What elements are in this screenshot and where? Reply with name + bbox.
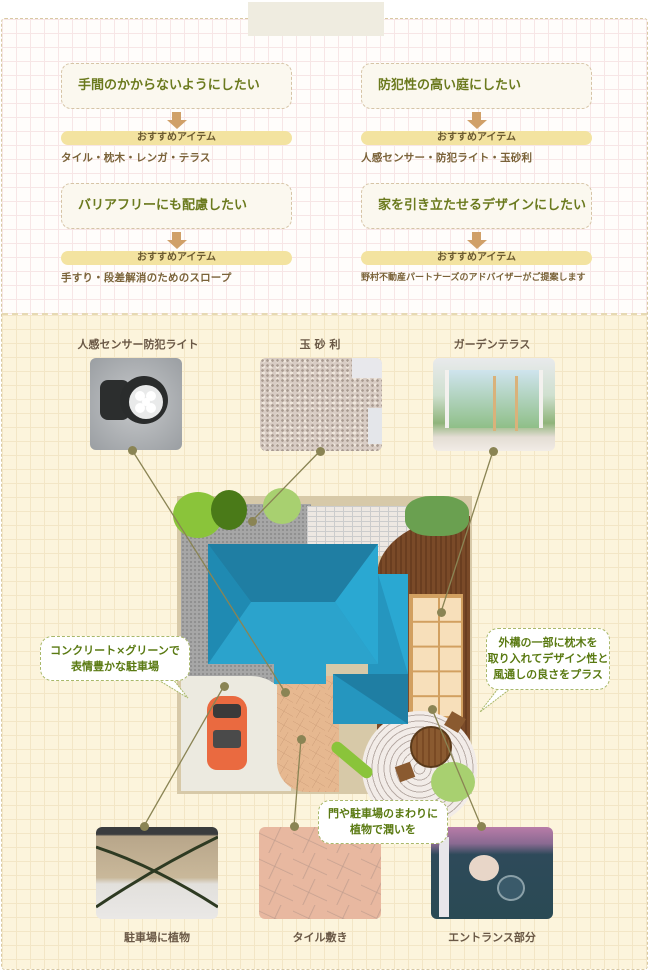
garden-terrace-photo [433,358,555,451]
photo-label-gravel: 玉 砂 利 [299,338,341,351]
callout-parking: コンクリート×グリーンで 表情豊かな駐車場 [40,636,190,681]
down-arrow-icon [61,112,292,129]
photo-label-tile-paving: タイル敷き [292,931,348,944]
wish-bubble: 家を引き立たせるデザインにしたい [361,183,592,229]
down-arrow-icon [361,112,592,129]
sensor-light-photo [90,358,182,450]
marker-dot [140,822,149,831]
entrance-photo [431,827,553,919]
terrace-tiles [409,594,463,718]
garden-plan-illustration [173,488,477,826]
section-tab [248,2,384,36]
marker-dot [437,608,446,617]
marker-dot [248,517,257,526]
down-arrow-icon [361,232,592,249]
garden-table [410,726,452,768]
down-arrow-icon [61,232,292,249]
callout-text: 門や駐車場のまわりに [328,807,438,820]
marker-dot [297,735,306,744]
photo-label-parking-plants: 駐車場に植物 [124,931,190,944]
wish-bubble: バリアフリーにも配慮したい [61,183,292,229]
callout-text: 取り入れてデザイン性と [487,652,609,665]
car-illustration [207,696,247,770]
marker-dot [477,822,486,831]
recommend-bar: おすすめアイテム [61,131,292,145]
callout-tail [479,686,515,713]
need-card-design: 家を引き立たせるデザインにしたい おすすめアイテム 野村不動産パートナーズのアド… [361,183,592,283]
tree-icon [431,762,475,802]
recommend-items: 野村不動産パートナーズのアドバイザーがご提案します [361,273,586,283]
need-card-security: 防犯性の高い庭にしたい おすすめアイテム 人感センサー・防犯ライト・玉砂利 [361,63,592,165]
marker-dot [220,682,229,691]
marker-dot [316,447,325,456]
marker-dot [281,688,290,697]
callout-text: コンクリート×グリーンで [50,644,180,657]
needs-section: 手間のかからないようにしたい おすすめアイテム タイル・枕木・レンガ・テラス 防… [2,19,647,315]
need-card-low-maintenance: 手間のかからないようにしたい おすすめアイテム タイル・枕木・レンガ・テラス [61,63,292,165]
gravel-photo [260,358,382,451]
callout-text: 外構の一部に枕木を [498,636,598,649]
parking-plants-photo [96,827,218,919]
callout-tail [154,678,189,699]
callout-text: 表情豊かな駐車場 [71,660,159,673]
need-card-barrier-free: バリアフリーにも配慮したい おすすめアイテム 手すり・段差解消のためのスロープ [61,183,292,285]
photo-label-garden-terrace: ガーデンテラス [453,338,531,351]
recommend-items: タイル・枕木・レンガ・テラス [61,152,211,164]
tree-icon [263,488,301,524]
callout-fence: 外構の一部に枕木を 取り入れてデザイン性と 風通しの良さをプラス [486,628,610,690]
callout-gate: 門や駐車場のまわりに 植物で潤いを [318,800,448,844]
callout-text: 植物で潤いを [350,823,416,836]
recommend-bar: おすすめアイテム [61,251,292,265]
marker-dot [290,822,299,831]
wish-bubble: 防犯性の高い庭にしたい [361,63,592,109]
callout-text: 風通しの良さをプラス [493,668,603,681]
marker-dot [128,446,137,455]
tree-icon [211,490,247,530]
plant-lines-icon [96,835,218,909]
recommend-bar: おすすめアイテム [361,251,592,265]
photo-label-sensor-light: 人感センサー防犯ライト [77,338,199,351]
marker-dot [428,705,437,714]
tree-icon [405,496,469,536]
recommend-bar: おすすめアイテム [361,131,592,145]
sensor-light-icon [100,376,168,424]
wish-bubble: 手間のかからないようにしたい [61,63,292,109]
recommend-items: 人感センサー・防犯ライト・玉砂利 [361,152,533,164]
photo-label-entrance: エントランス部分 [448,931,536,944]
recommend-items: 手すり・段差解消のためのスロープ [61,272,232,284]
marker-dot [489,447,498,456]
